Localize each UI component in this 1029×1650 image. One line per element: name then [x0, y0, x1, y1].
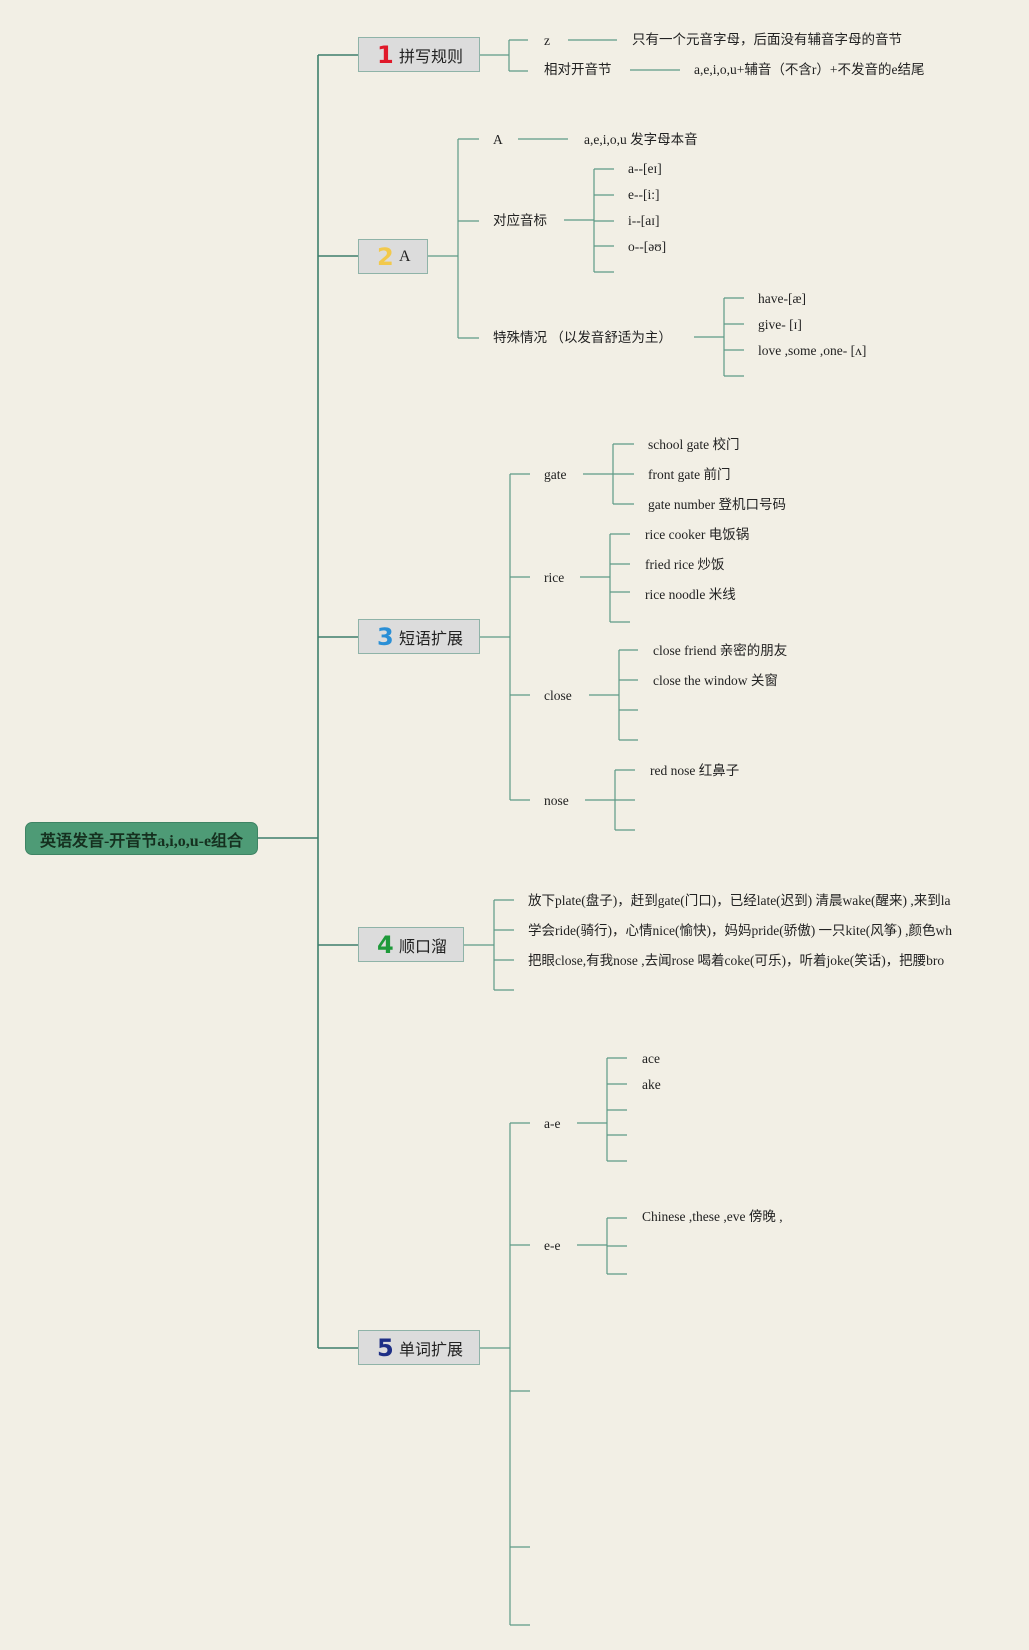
- phrase-item[interactable]: close friend 亲密的朋友: [653, 643, 788, 658]
- branch-node-5[interactable]: 5 单词扩展: [358, 1330, 480, 1365]
- rhyme-line[interactable]: 把眼close,有我nose ,去闻rose 喝着coke(可乐)，听着joke…: [528, 953, 945, 968]
- node-special-cases[interactable]: 特殊情况 （以发音舒适为主）: [493, 330, 672, 345]
- phonetic-item[interactable]: a--[eɪ]: [628, 161, 662, 176]
- phrase-item[interactable]: rice cooker 电饭锅: [645, 527, 750, 542]
- branch-node-1[interactable]: 1 拼写规则: [358, 37, 480, 72]
- node-close[interactable]: close: [544, 688, 572, 703]
- word-item[interactable]: Chinese ,these ,eve 傍晚 ,: [642, 1209, 783, 1224]
- node-nose[interactable]: nose: [544, 793, 569, 808]
- node-e-e[interactable]: e-e: [544, 1238, 561, 1253]
- node-a[interactable]: A: [493, 132, 503, 147]
- branch-label: 单词扩展: [399, 1339, 464, 1359]
- phonetic-item[interactable]: o--[əʊ]: [628, 239, 667, 254]
- node-z-desc[interactable]: 只有一个元音字母，后面没有辅音字母的音节: [632, 32, 902, 47]
- branch-node-3[interactable]: 3 短语扩展: [358, 619, 480, 654]
- branch-label: 顺口溜: [399, 936, 448, 956]
- node-a-desc[interactable]: a,e,i,o,u 发字母本音: [584, 132, 698, 147]
- phrase-item[interactable]: red nose 红鼻子: [650, 763, 740, 778]
- phonetic-item[interactable]: e--[i:]: [628, 187, 660, 202]
- node-gate[interactable]: gate: [544, 467, 567, 482]
- number-2-icon: 2: [377, 242, 394, 271]
- root-node[interactable]: 英语发音-开音节a,i,o,u-e组合: [25, 822, 258, 855]
- number-5-icon: 5: [377, 1333, 394, 1362]
- phrase-item[interactable]: fried rice 炒饭: [645, 557, 725, 572]
- branch-label: A: [399, 247, 411, 265]
- special-item[interactable]: give- [ɪ]: [758, 317, 802, 332]
- branch-label: 拼写规则: [399, 46, 464, 66]
- phrase-item[interactable]: gate number 登机口号码: [648, 497, 786, 512]
- special-item[interactable]: love ,some ,one- [ʌ]: [758, 343, 867, 358]
- phonetic-item[interactable]: i--[aɪ]: [628, 213, 660, 228]
- node-relative-open-desc[interactable]: a,e,i,o,u+辅音（不含r）+不发音的e结尾: [694, 62, 925, 77]
- special-item[interactable]: have-[æ]: [758, 291, 806, 306]
- number-1-icon: 1: [377, 40, 394, 69]
- word-item[interactable]: ake: [642, 1077, 661, 1092]
- node-a-e[interactable]: a-e: [544, 1116, 561, 1131]
- phrase-item[interactable]: close the window 关窗: [653, 673, 778, 688]
- node-phonetics[interactable]: 对应音标: [493, 213, 547, 228]
- number-3-icon: 3: [377, 622, 394, 651]
- number-4-icon: 4: [377, 930, 394, 959]
- node-rice[interactable]: rice: [544, 570, 565, 585]
- branch-node-4[interactable]: 4 顺口溜: [358, 927, 464, 962]
- rhyme-line[interactable]: 学会ride(骑行)，心情nice(愉快)，妈妈pride(骄傲) 一只kite…: [528, 923, 953, 938]
- rhyme-line[interactable]: 放下plate(盘子)，赶到gate(门口)，已经late(迟到) 清晨wake…: [528, 893, 951, 908]
- branch-node-2[interactable]: 2 A: [358, 239, 428, 274]
- phrase-item[interactable]: front gate 前门: [648, 467, 731, 482]
- node-relative-open[interactable]: 相对开音节: [544, 62, 612, 77]
- node-z[interactable]: z: [544, 33, 550, 48]
- word-item[interactable]: ace: [642, 1051, 660, 1066]
- phrase-item[interactable]: school gate 校门: [648, 437, 740, 452]
- phrase-item[interactable]: rice noodle 米线: [645, 587, 736, 602]
- branch-label: 短语扩展: [399, 628, 464, 648]
